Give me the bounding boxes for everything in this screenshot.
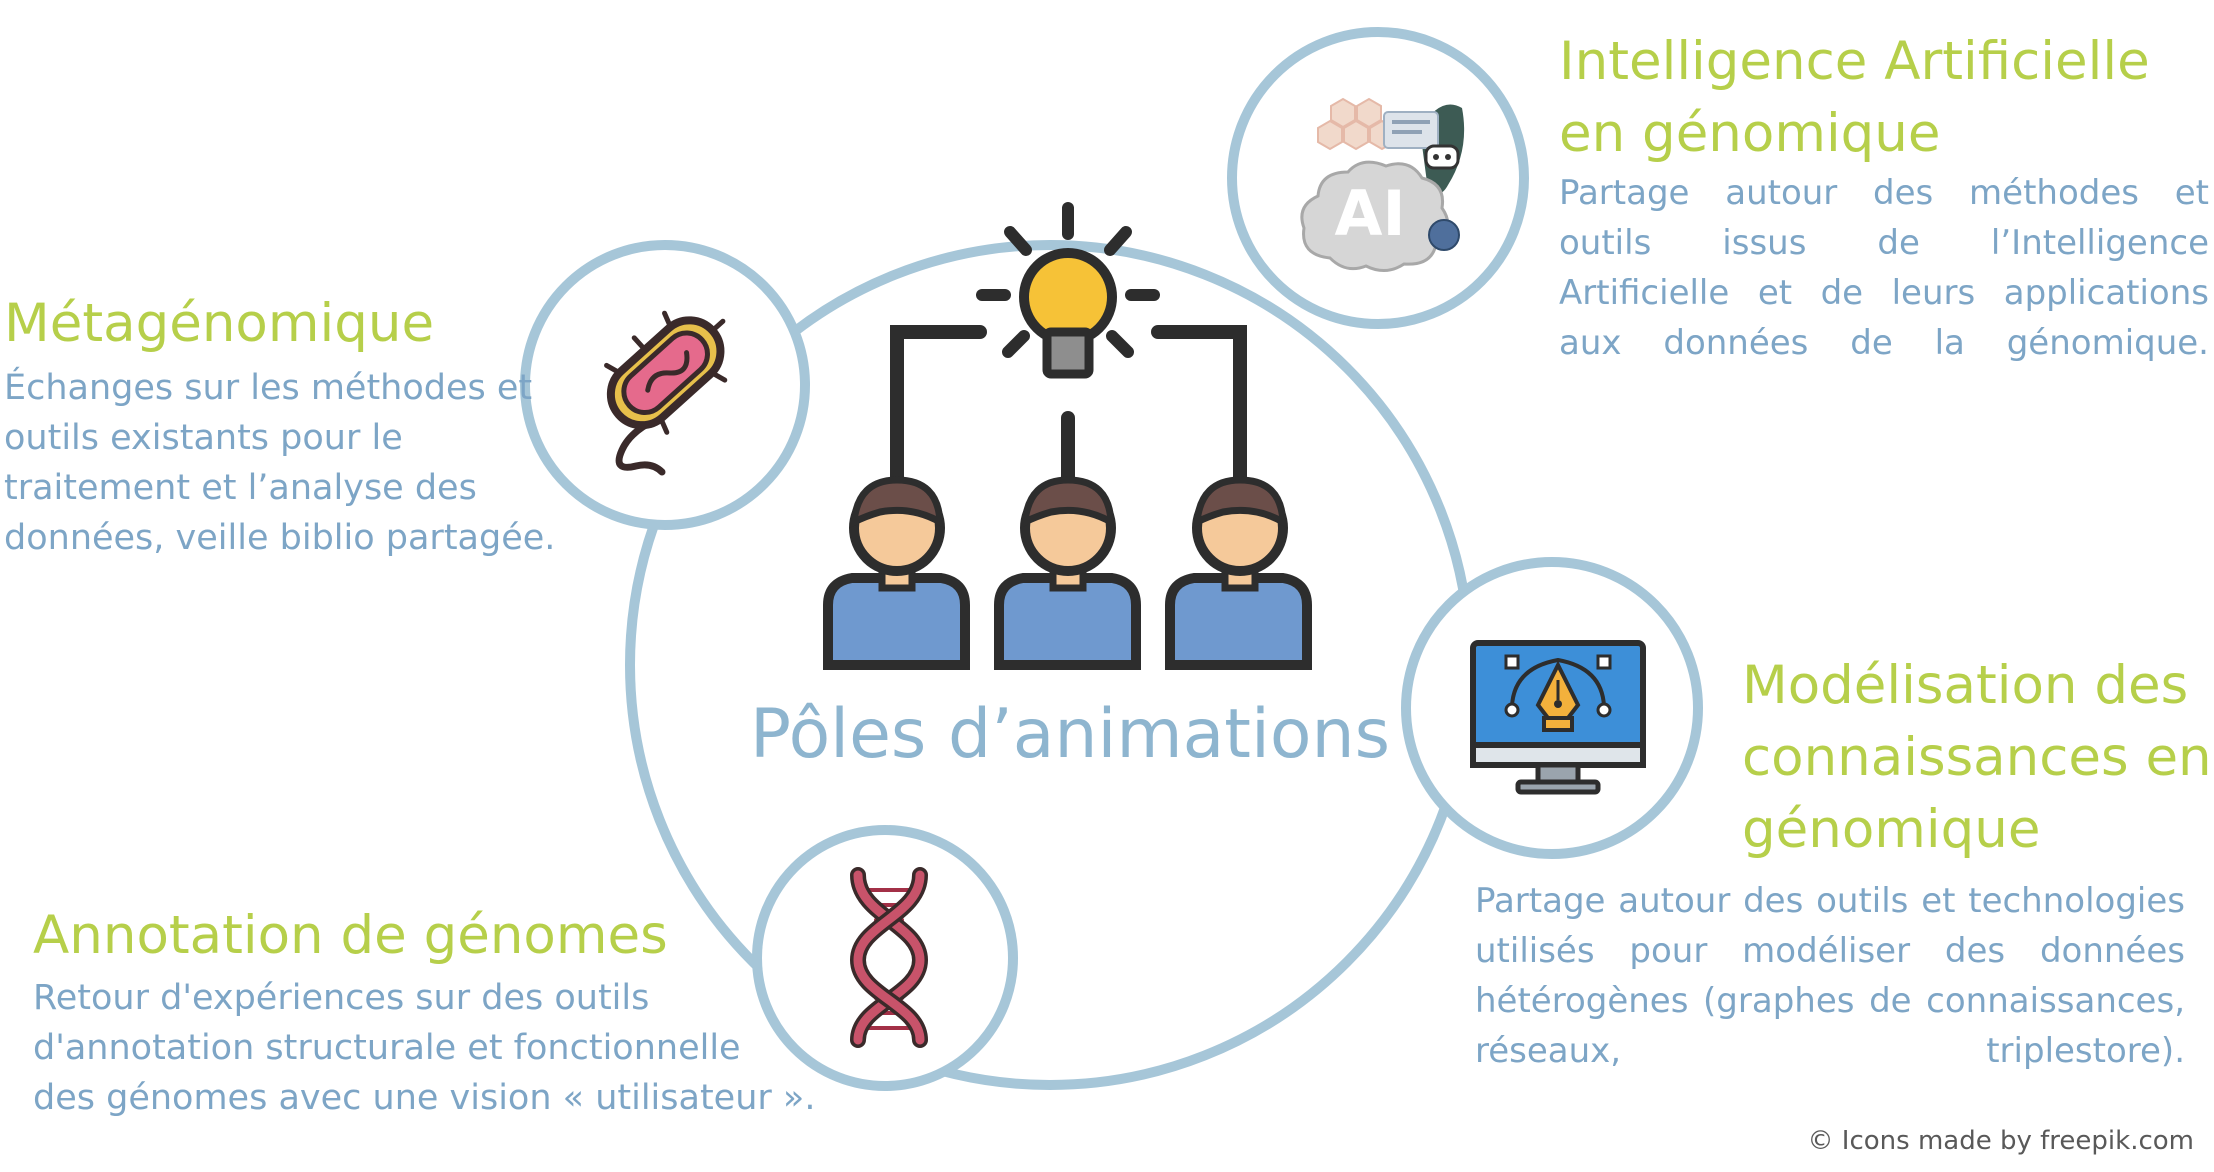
dna-icon	[849, 867, 929, 1048]
node-annotation	[752, 825, 1018, 1091]
annotation-description-line-1: Retour d'expériences sur des outils	[33, 978, 650, 1018]
node-metagenomique	[520, 240, 810, 530]
ia-description: Partage autour des méthodes et outils is…	[1559, 173, 2209, 363]
node-ia: AI	[1227, 27, 1529, 329]
annotation-title: Annotation de génomes	[33, 905, 668, 966]
center-label: Pôles d’animations	[750, 695, 1390, 774]
pen-tool-monitor-icon	[1470, 640, 1646, 795]
modelisation-title-line-2: connaissances en	[1742, 727, 2212, 788]
person-middle	[994, 476, 1141, 670]
person-right	[1165, 476, 1312, 670]
metagenomique-title: Métagénomique	[4, 293, 435, 354]
ia-title-line-1: Intelligence Artificielle	[1559, 31, 2150, 92]
icons-credit: © Icons made by freepik.com	[1807, 1126, 2194, 1156]
team-idea-icon	[823, 202, 1312, 670]
person-left	[823, 476, 970, 670]
modelisation-title-line-1: Modélisation des	[1742, 655, 2189, 716]
annotation-description-line-3: des génomes avec une vision « utilisateu…	[33, 1078, 816, 1118]
ia-title-line-2: en génomique	[1559, 103, 1941, 164]
bacteria-icon	[604, 310, 728, 476]
modelisation-description: Partage autour des outils et technologie…	[1475, 881, 2185, 1071]
metagenomique-description: Échanges sur les méthodes et outils exis…	[4, 368, 556, 558]
ai-brain-icon: AI	[1300, 97, 1465, 272]
modelisation-title-line-3: génomique	[1742, 799, 2041, 860]
node-modelisation	[1401, 557, 1703, 859]
annotation-description-line-2: d'annotation structurale et fonctionnell…	[33, 1028, 741, 1068]
ai-icon-text: AI	[1334, 177, 1405, 250]
